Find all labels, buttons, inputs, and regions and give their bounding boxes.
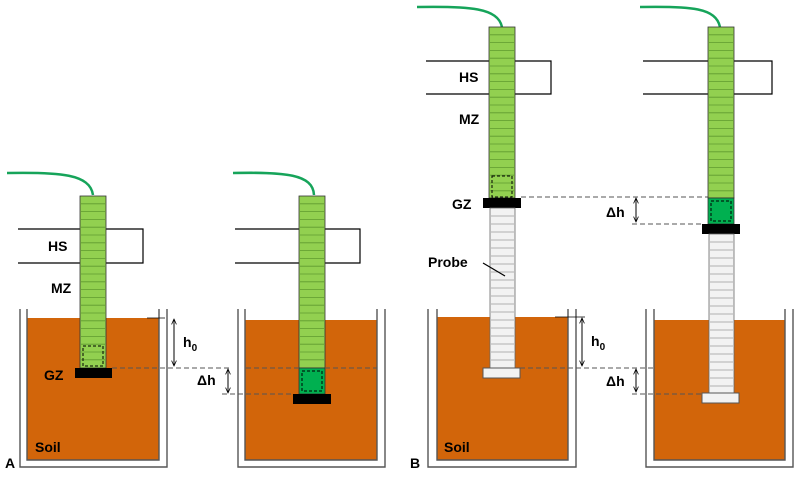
label-hs: HS xyxy=(459,69,478,85)
label-mz: MZ xyxy=(51,280,72,296)
segment-lines xyxy=(709,34,733,192)
guide-zone-outline xyxy=(82,345,104,367)
label-soil: Soil xyxy=(444,439,470,455)
guide-zone-outline xyxy=(301,370,323,392)
container xyxy=(237,309,386,468)
segment-lines xyxy=(491,215,514,361)
guide-zone xyxy=(298,367,326,395)
holder-hs xyxy=(235,228,361,264)
segment-lines xyxy=(710,241,733,387)
probe-tip xyxy=(482,367,521,379)
container-inner xyxy=(436,309,569,461)
guide-zone-outline xyxy=(710,200,732,222)
container xyxy=(645,309,794,468)
guide-zone xyxy=(707,197,735,225)
container-inner xyxy=(653,309,786,461)
label-delta-h: Δh xyxy=(197,372,216,388)
cable xyxy=(6,171,95,196)
cable xyxy=(232,171,316,196)
holder-hs xyxy=(426,60,552,95)
panel-label-a: A xyxy=(5,455,15,471)
holder-hs xyxy=(643,60,773,95)
guide-zone-outline xyxy=(491,175,513,198)
label-soil: Soil xyxy=(35,439,61,455)
label-gz: GZ xyxy=(452,196,472,212)
label-probe: Probe xyxy=(428,254,468,270)
cable xyxy=(639,5,722,28)
label-mz: MZ xyxy=(459,111,480,127)
collar xyxy=(483,198,521,208)
probe-pointer xyxy=(482,262,506,277)
segment-lines xyxy=(490,34,514,192)
collar xyxy=(75,368,112,378)
panel-a2: Δh xyxy=(197,171,386,468)
segment-lines xyxy=(81,203,105,361)
label-delta-h: Δh xyxy=(606,204,625,220)
panel-b1: HS MZ GZ Probe h0 Soil B xyxy=(410,5,708,471)
label-gz: GZ xyxy=(44,367,64,383)
container xyxy=(19,309,168,468)
panel-b2: Δh Δh xyxy=(606,5,794,468)
container xyxy=(427,309,577,468)
probe-rod xyxy=(708,233,735,394)
panel-label-b: B xyxy=(410,455,420,471)
collar xyxy=(293,394,331,404)
probe-tip xyxy=(701,392,740,404)
label-delta-h: Δh xyxy=(606,373,625,389)
label-h0: h0 xyxy=(183,334,198,354)
segment-lines xyxy=(300,203,324,361)
label-h0: h0 xyxy=(591,333,606,353)
collar xyxy=(702,224,740,234)
panel-a1: HS MZ GZ h0 Soil A xyxy=(5,171,232,471)
cable xyxy=(416,5,504,28)
label-hs: HS xyxy=(48,238,67,254)
container-inner xyxy=(26,309,160,461)
container-inner xyxy=(244,309,378,461)
